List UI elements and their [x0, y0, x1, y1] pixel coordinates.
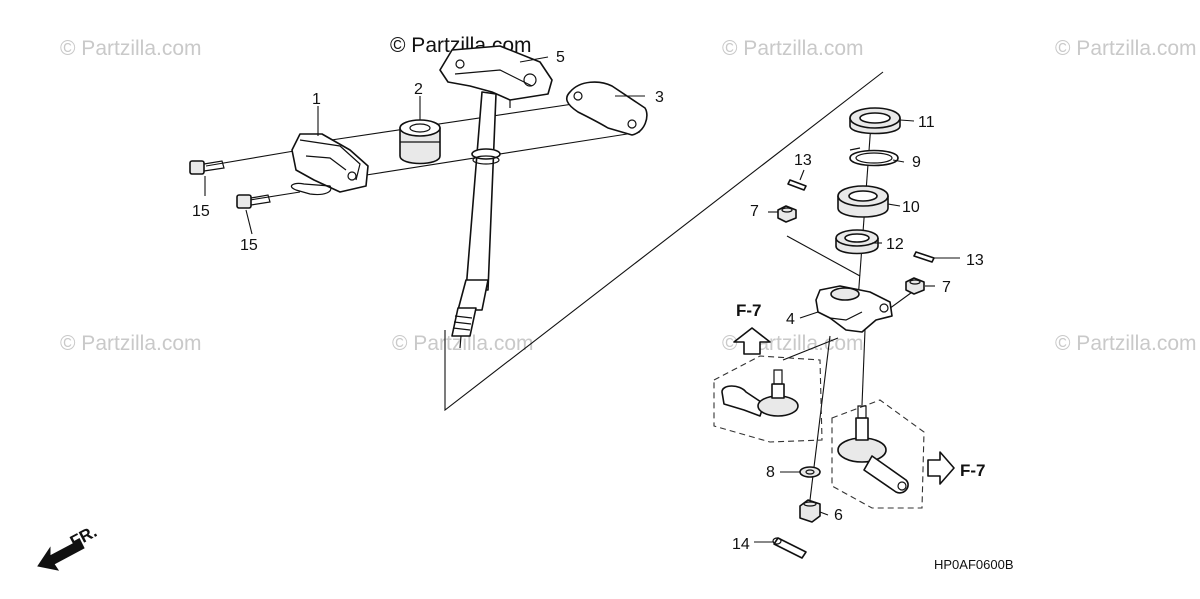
watermark-text: © Partzilla.com — [392, 332, 534, 355]
callout-leaders — [204, 56, 960, 543]
f7-reference-arrow-right — [927, 451, 955, 485]
callout-15: 15 — [192, 203, 210, 220]
callout-10: 10 — [902, 199, 920, 216]
part-15-bolt — [189, 160, 225, 175]
watermark-text: © Partzilla.com — [722, 37, 864, 60]
part-3-shaft-holder — [565, 81, 648, 136]
part-10-bearing — [837, 185, 889, 218]
diagram-code: HP0AF0600B — [934, 557, 1014, 572]
f7-reference-label-right: F-7 — [960, 461, 986, 480]
callout-2: 2 — [414, 81, 423, 98]
callout-8: 8 — [766, 464, 775, 481]
part-13-cotter-pin — [913, 251, 935, 263]
leader-line — [782, 337, 839, 361]
part-2-shaft-bush — [399, 119, 441, 165]
callout-13: 13 — [966, 252, 984, 269]
part-8-washer — [799, 466, 821, 478]
callout-13: 13 — [794, 152, 812, 169]
leader-line — [786, 235, 861, 277]
callout-15: 15 — [240, 237, 258, 254]
callout-6: 6 — [834, 507, 843, 524]
part-7-nut — [777, 205, 797, 223]
watermark-text: © Partzilla.com — [60, 332, 202, 355]
callout-11: 11 — [918, 114, 935, 131]
watermark-text: © Partzilla.com — [1055, 37, 1197, 60]
part-5-steering-shaft — [439, 45, 553, 349]
callout-5: 5 — [556, 49, 565, 66]
leader-line — [317, 99, 601, 143]
part-4-steering-knuckle — [815, 285, 893, 333]
part-9-snap-ring — [849, 147, 899, 167]
callout-7: 7 — [750, 203, 759, 220]
callout-12: 12 — [886, 236, 904, 253]
callout-3: 3 — [655, 89, 664, 106]
callout-14: 14 — [732, 536, 750, 553]
part-11-oil-seal — [849, 107, 901, 135]
callout-1: 1 — [312, 91, 321, 108]
part-1-shaft-holder-clamp — [290, 133, 369, 196]
callout-numbers: 1 2 3 4 5 6 7 7 8 9 10 11 12 13 13 14 15… — [192, 49, 984, 553]
callout-4: 4 — [786, 311, 795, 328]
front-direction-arrow-icon — [37, 539, 85, 571]
callout-9: 9 — [912, 154, 921, 171]
watermark-text: © Partzilla.com — [60, 37, 202, 60]
part-6-nut — [799, 499, 821, 523]
part-14-cotter-pin — [772, 537, 807, 559]
f7-reference-arrow-up — [733, 327, 771, 355]
leader-line — [205, 149, 301, 167]
tie-rod-end-left-reference — [713, 355, 823, 443]
part-12-oil-seal — [835, 229, 879, 255]
leader-line — [861, 329, 866, 406]
part-15-bolt — [236, 194, 271, 209]
part-13-cotter-pin — [787, 179, 807, 191]
f7-reference-label-top: F-7 — [736, 301, 762, 320]
watermark-text: © Partzilla.com — [1055, 332, 1197, 355]
part-7-nut — [905, 277, 925, 295]
watermarks: © Partzilla.com © Partzilla.com © Partzi… — [60, 34, 1197, 355]
tie-rod-end-right-reference — [831, 399, 925, 509]
leader-line — [249, 191, 301, 201]
exploded-view-border — [444, 71, 884, 412]
callout-7: 7 — [942, 279, 951, 296]
